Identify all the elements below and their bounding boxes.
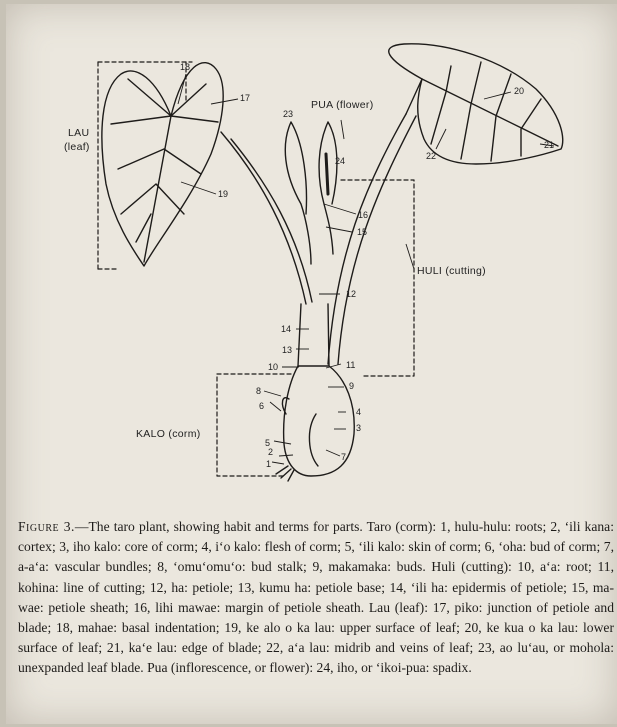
label-number-21: 21: [544, 140, 554, 150]
corm: [276, 366, 354, 481]
label-huli: HULI (cutting): [417, 265, 486, 277]
label-lau-line1: LAU: [68, 127, 89, 139]
label-number-20: 20: [514, 86, 524, 96]
label-number-4: 4: [356, 407, 361, 417]
figure-caption: Figure 3.—The taro plant, showing habit …: [18, 517, 614, 679]
unexpanded-leaf: [285, 122, 311, 264]
kalo-dashed-box: [217, 374, 291, 476]
label-number-16: 16: [358, 210, 368, 220]
label-number-7: 7: [341, 452, 346, 462]
label-kalo: KALO (corm): [136, 428, 201, 440]
taro-plant-figure: 1 2 3 4 5 6 7 8 9 10 11 12 13 14 15 16 1…: [6, 4, 617, 509]
label-number-10: 10: [268, 362, 278, 372]
label-number-9: 9: [349, 381, 354, 391]
label-number-19: 19: [218, 189, 228, 199]
main-petiole: [298, 304, 329, 366]
label-number-15: 15: [357, 227, 367, 237]
label-number-6: 6: [259, 401, 264, 411]
label-number-11: 11: [346, 360, 355, 370]
right-petiole: [328, 114, 416, 364]
figure-label: Figure 3.: [18, 519, 75, 534]
label-lau-line2: (leaf): [64, 141, 90, 153]
label-number-23: 23: [283, 109, 293, 119]
label-number-24: 24: [335, 156, 345, 166]
label-number-8: 8: [256, 386, 261, 396]
label-number-18: 18: [180, 62, 190, 72]
left-leaf: [102, 63, 223, 266]
book-page: 1 2 3 4 5 6 7 8 9 10 11 12 13 14 15 16 1…: [6, 4, 617, 724]
label-number-1: 1: [266, 459, 271, 469]
label-number-2: 2: [268, 447, 273, 457]
label-number-3: 3: [356, 423, 361, 433]
caption-text: —The taro plant, showing habit and terms…: [18, 519, 614, 675]
label-number-5: 5: [265, 438, 270, 448]
label-number-22: 22: [426, 151, 436, 161]
left-petiole: [221, 132, 312, 304]
right-leaf: [389, 44, 563, 164]
label-number-13: 13: [282, 345, 292, 355]
label-number-12: 12: [346, 289, 356, 299]
label-pua: PUA (flower): [311, 99, 374, 111]
label-number-17: 17: [240, 93, 250, 103]
label-number-14: 14: [281, 324, 291, 334]
